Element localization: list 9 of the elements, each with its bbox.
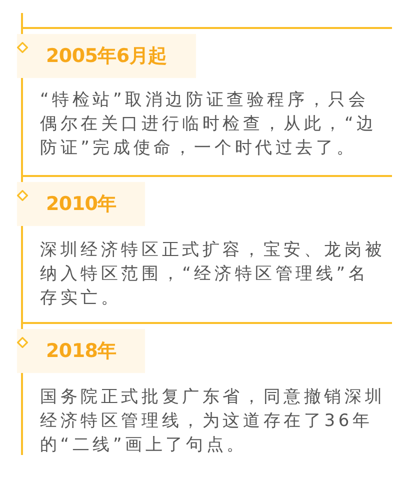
date-heading: 2005年6月起 [46,44,167,68]
description-text: 深圳经济特区正式扩容，宝安、龙岗被纳入特区范围，“经济特区管理线”名存实亡。 [40,239,386,310]
description-text: “特检站”取消边防证查验程序，只会偶尔在关口进行临时检查，从此，“边防证”完成使命，一个时代过去了。 [40,89,378,160]
date-heading: 2018年 [46,339,116,363]
description-text: 国务院正式批复广东省，同意撤销深圳经济特区管理线，为这道存在了36年的“二线”画上了句点。 [40,386,386,457]
date-heading: 2010年 [46,192,116,216]
date-box [17,182,146,226]
date-box [17,34,196,78]
date-box [17,329,146,373]
